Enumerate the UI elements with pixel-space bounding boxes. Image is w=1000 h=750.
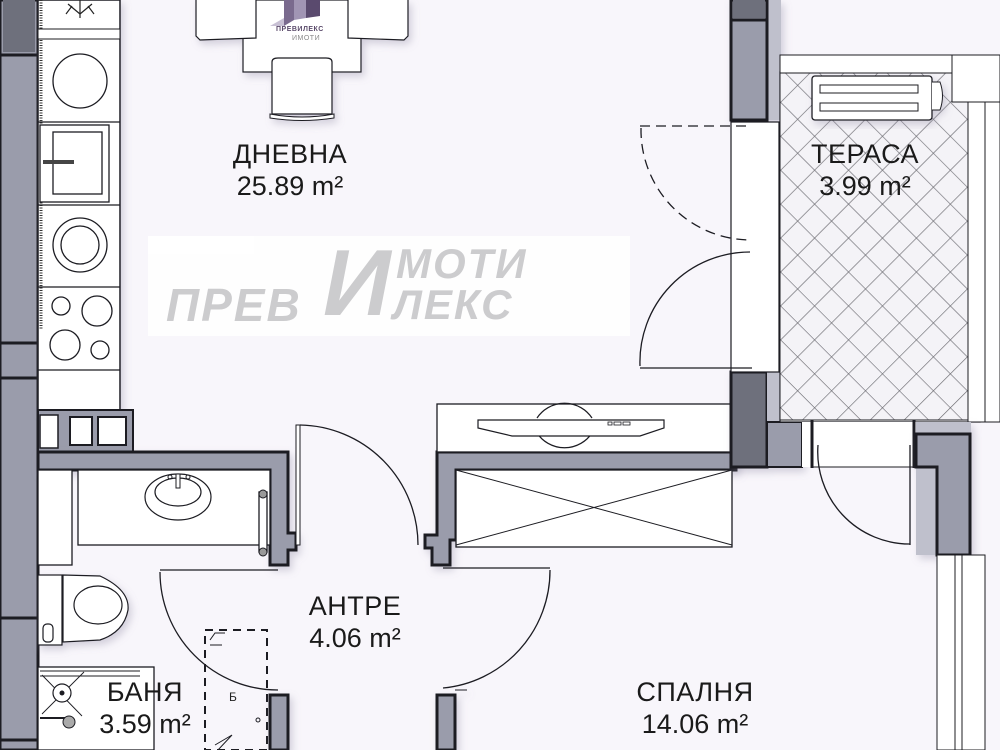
right-wall [914, 422, 972, 557]
wardrobe-wall [423, 450, 738, 567]
kitchen-low-cabinets [37, 409, 134, 453]
watermark-moti: МОТИ [396, 240, 528, 287]
shower-icon [37, 666, 155, 750]
watermark-leks: ЛЕКС [393, 281, 514, 328]
kitchen-counter [37, 0, 121, 411]
hallway-bottom-walls [268, 689, 467, 750]
bedroom-window [936, 554, 986, 750]
room-label-hallway: АНТРЕ 4.06 m² [265, 590, 445, 655]
fridge-icon [65, 0, 95, 18]
tv-icon [436, 402, 733, 453]
room-name: БАНЯ [106, 677, 184, 707]
room-area: 14.06 m² [641, 709, 749, 740]
chair-icon [271, 57, 333, 115]
bedroom-door [442, 567, 551, 689]
air-conditioner-unit-icon [811, 75, 943, 121]
bathroom-door-swing [159, 571, 279, 691]
terrace [779, 54, 1000, 423]
oven-icon [52, 217, 108, 273]
room-label-bathroom: БАНЯ 3.59 m² [75, 676, 215, 741]
room-area: 3.99 m² [819, 171, 911, 202]
room-name: СПАЛНЯ [636, 677, 754, 707]
watermark-prev: ПРЕВ [166, 279, 302, 331]
room-area: 3.59 m² [99, 709, 191, 740]
room-area: 25.89 m² [236, 171, 344, 202]
watermark-big-letter: И [323, 230, 393, 335]
room-name: ДНЕВНА [232, 139, 348, 169]
brand-logo: ПРЕВИЛЕКС ИМОТИ [262, 0, 342, 44]
terrace-wall [729, 0, 803, 469]
logo-line1: ПРЕВИЛЕКС [276, 26, 324, 33]
bedroom-balcony-door [802, 420, 916, 545]
terrace-door [639, 121, 780, 373]
room-name: ТЕРАСА [810, 139, 920, 169]
room-label-living: ДНЕВНА 25.89 m² [200, 138, 380, 203]
boiler-marker: Б [229, 690, 237, 704]
entrance-door [295, 424, 419, 546]
wardrobe-icon [455, 469, 733, 548]
watermark: ПРЕВ И МОТИ ЛЕКС [148, 236, 630, 336]
toilet-icon [37, 574, 129, 646]
kitchen-sink-icon [39, 124, 110, 203]
cooktop-icon [49, 295, 113, 361]
sink-round-icon [52, 53, 108, 109]
room-label-terrace: ТЕРАСА 3.99 m² [775, 138, 955, 203]
room-label-bedroom: СПАЛНЯ 14.06 m² [605, 676, 785, 741]
washing-machine-icon [204, 629, 268, 750]
towel-rail-icon [258, 489, 268, 557]
logo-line2: ИМОТИ [292, 35, 321, 42]
left-exterior-wall [0, 0, 40, 750]
room-name: АНТРЕ [308, 591, 402, 621]
room-area: 4.06 m² [309, 623, 401, 654]
washbasin-icon [37, 469, 271, 566]
